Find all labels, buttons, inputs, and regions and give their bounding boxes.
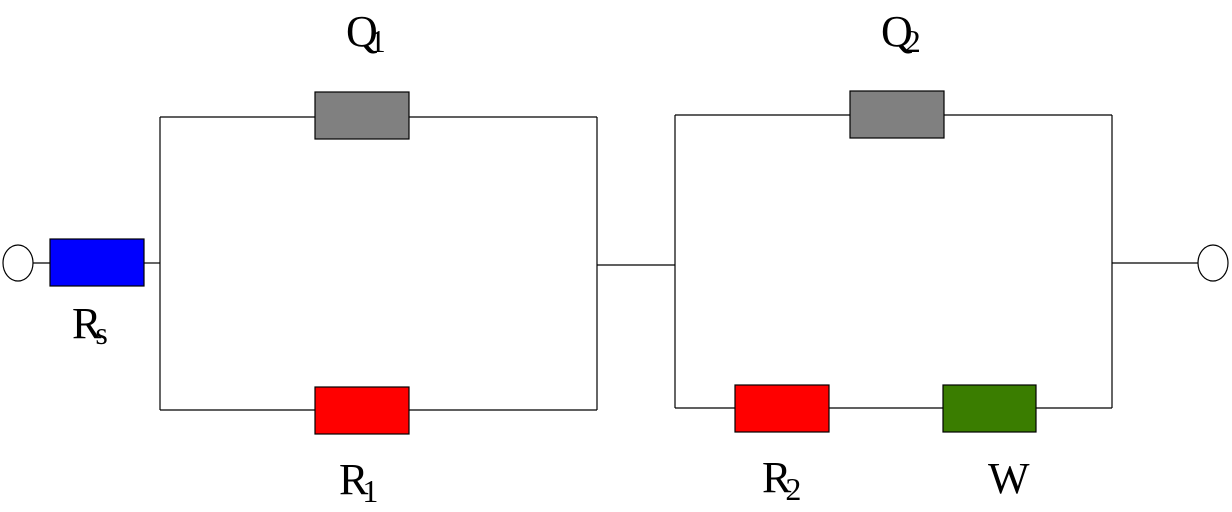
label-rs: Rs	[72, 299, 108, 351]
label-r2-main: R	[762, 453, 792, 502]
label-r1: R1	[339, 455, 378, 509]
label-w: W	[988, 454, 1030, 503]
label-q2-sub: 2	[905, 23, 921, 59]
label-r2: R2	[762, 453, 801, 507]
cpe-q1	[314, 91, 410, 140]
label-r1-sub: 1	[362, 473, 378, 509]
label-rs-sub: s	[95, 315, 107, 351]
label-rs-main: R	[72, 299, 102, 348]
label-r2-sub: 2	[785, 471, 801, 507]
output-terminal	[1197, 244, 1229, 282]
label-q1: Q1	[346, 7, 386, 59]
warburg-w	[942, 384, 1037, 433]
label-q1-main: Q	[346, 7, 378, 56]
circuit-wires	[33, 114, 1198, 411]
cpe-q2	[849, 90, 945, 139]
label-q2-main: Q	[881, 7, 913, 56]
input-terminal	[2, 244, 34, 282]
label-w-main: W	[988, 454, 1030, 503]
label-q2: Q2	[881, 7, 921, 59]
resistor-r2	[734, 384, 830, 433]
label-q1-sub: 1	[370, 23, 386, 59]
resistor-rs	[49, 238, 145, 287]
label-r1-main: R	[339, 455, 369, 504]
resistor-r1	[314, 386, 410, 435]
